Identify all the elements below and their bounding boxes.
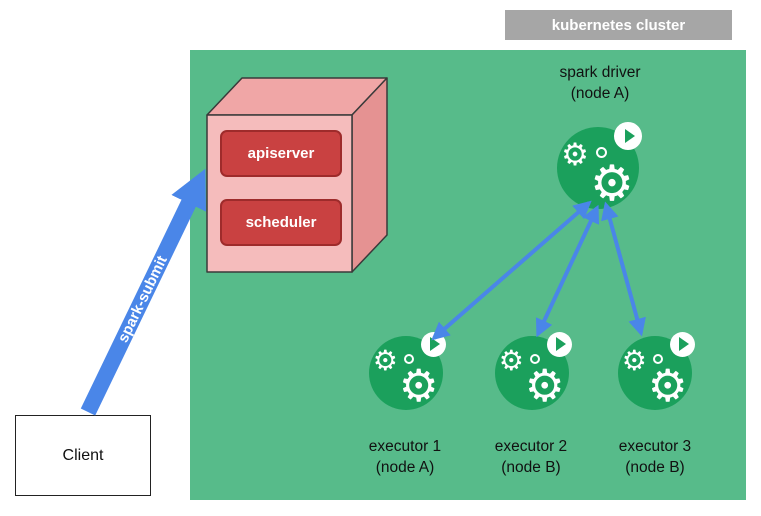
client-box: Client: [15, 415, 151, 496]
small-gear-ring-icon: [403, 353, 415, 365]
executor-1-icon: ⚙ ⚙: [369, 331, 446, 411]
play-triangle-icon: [678, 337, 689, 352]
executor-2-icon: ⚙ ⚙: [495, 331, 572, 411]
executor-3-icon: ⚙ ⚙: [618, 331, 695, 411]
executor-2-name: executor 2: [494, 438, 568, 455]
gear-icon: ⚙: [561, 137, 590, 173]
executor-1-node: (node A): [375, 459, 435, 476]
gear-icon: ⚙: [589, 155, 635, 211]
executor-3-name: executor 3: [618, 438, 692, 455]
spark-submit-label: spark-submit: [115, 253, 171, 345]
gear-icon: ⚙: [647, 361, 688, 411]
spark-driver-label: spark driver (node A): [515, 62, 685, 104]
executor-2-node: (node B): [501, 459, 561, 476]
spark-submit-arrow: [80, 168, 206, 416]
executor-1-name: executor 1: [368, 438, 442, 455]
play-icon: [669, 331, 695, 357]
gear-icon: ⚙: [498, 345, 524, 377]
play-triangle-icon: [429, 337, 440, 352]
executor-3-node: (node B): [625, 459, 685, 476]
play-icon: [420, 331, 446, 357]
scheduler-box: scheduler: [220, 199, 342, 246]
spark-driver-name: spark driver: [559, 64, 641, 81]
gear-icon: ⚙: [524, 361, 565, 411]
spark-driver-node: (node A): [570, 85, 630, 102]
spark-driver-icon: ⚙ ⚙: [557, 122, 643, 211]
small-gear-ring-icon: [529, 353, 541, 365]
kubernetes-cluster-label: kubernetes cluster: [505, 10, 732, 40]
gear-icon: ⚙: [621, 345, 647, 377]
small-gear-ring-icon: [595, 146, 607, 159]
apiserver-box: apiserver: [220, 130, 342, 177]
play-triangle-icon: [555, 337, 566, 352]
client-label: Client: [62, 446, 104, 464]
executor-2-label: executor 2 (node B): [461, 436, 601, 478]
gear-icon: ⚙: [398, 361, 439, 411]
gear-icon: ⚙: [372, 345, 398, 377]
play-icon: [614, 122, 643, 150]
play-triangle-icon: [624, 129, 635, 144]
small-gear-ring-icon: [652, 353, 664, 365]
play-icon: [546, 331, 572, 357]
executor-1-label: executor 1 (node A): [335, 436, 475, 478]
executor-3-label: executor 3 (node B): [585, 436, 725, 478]
